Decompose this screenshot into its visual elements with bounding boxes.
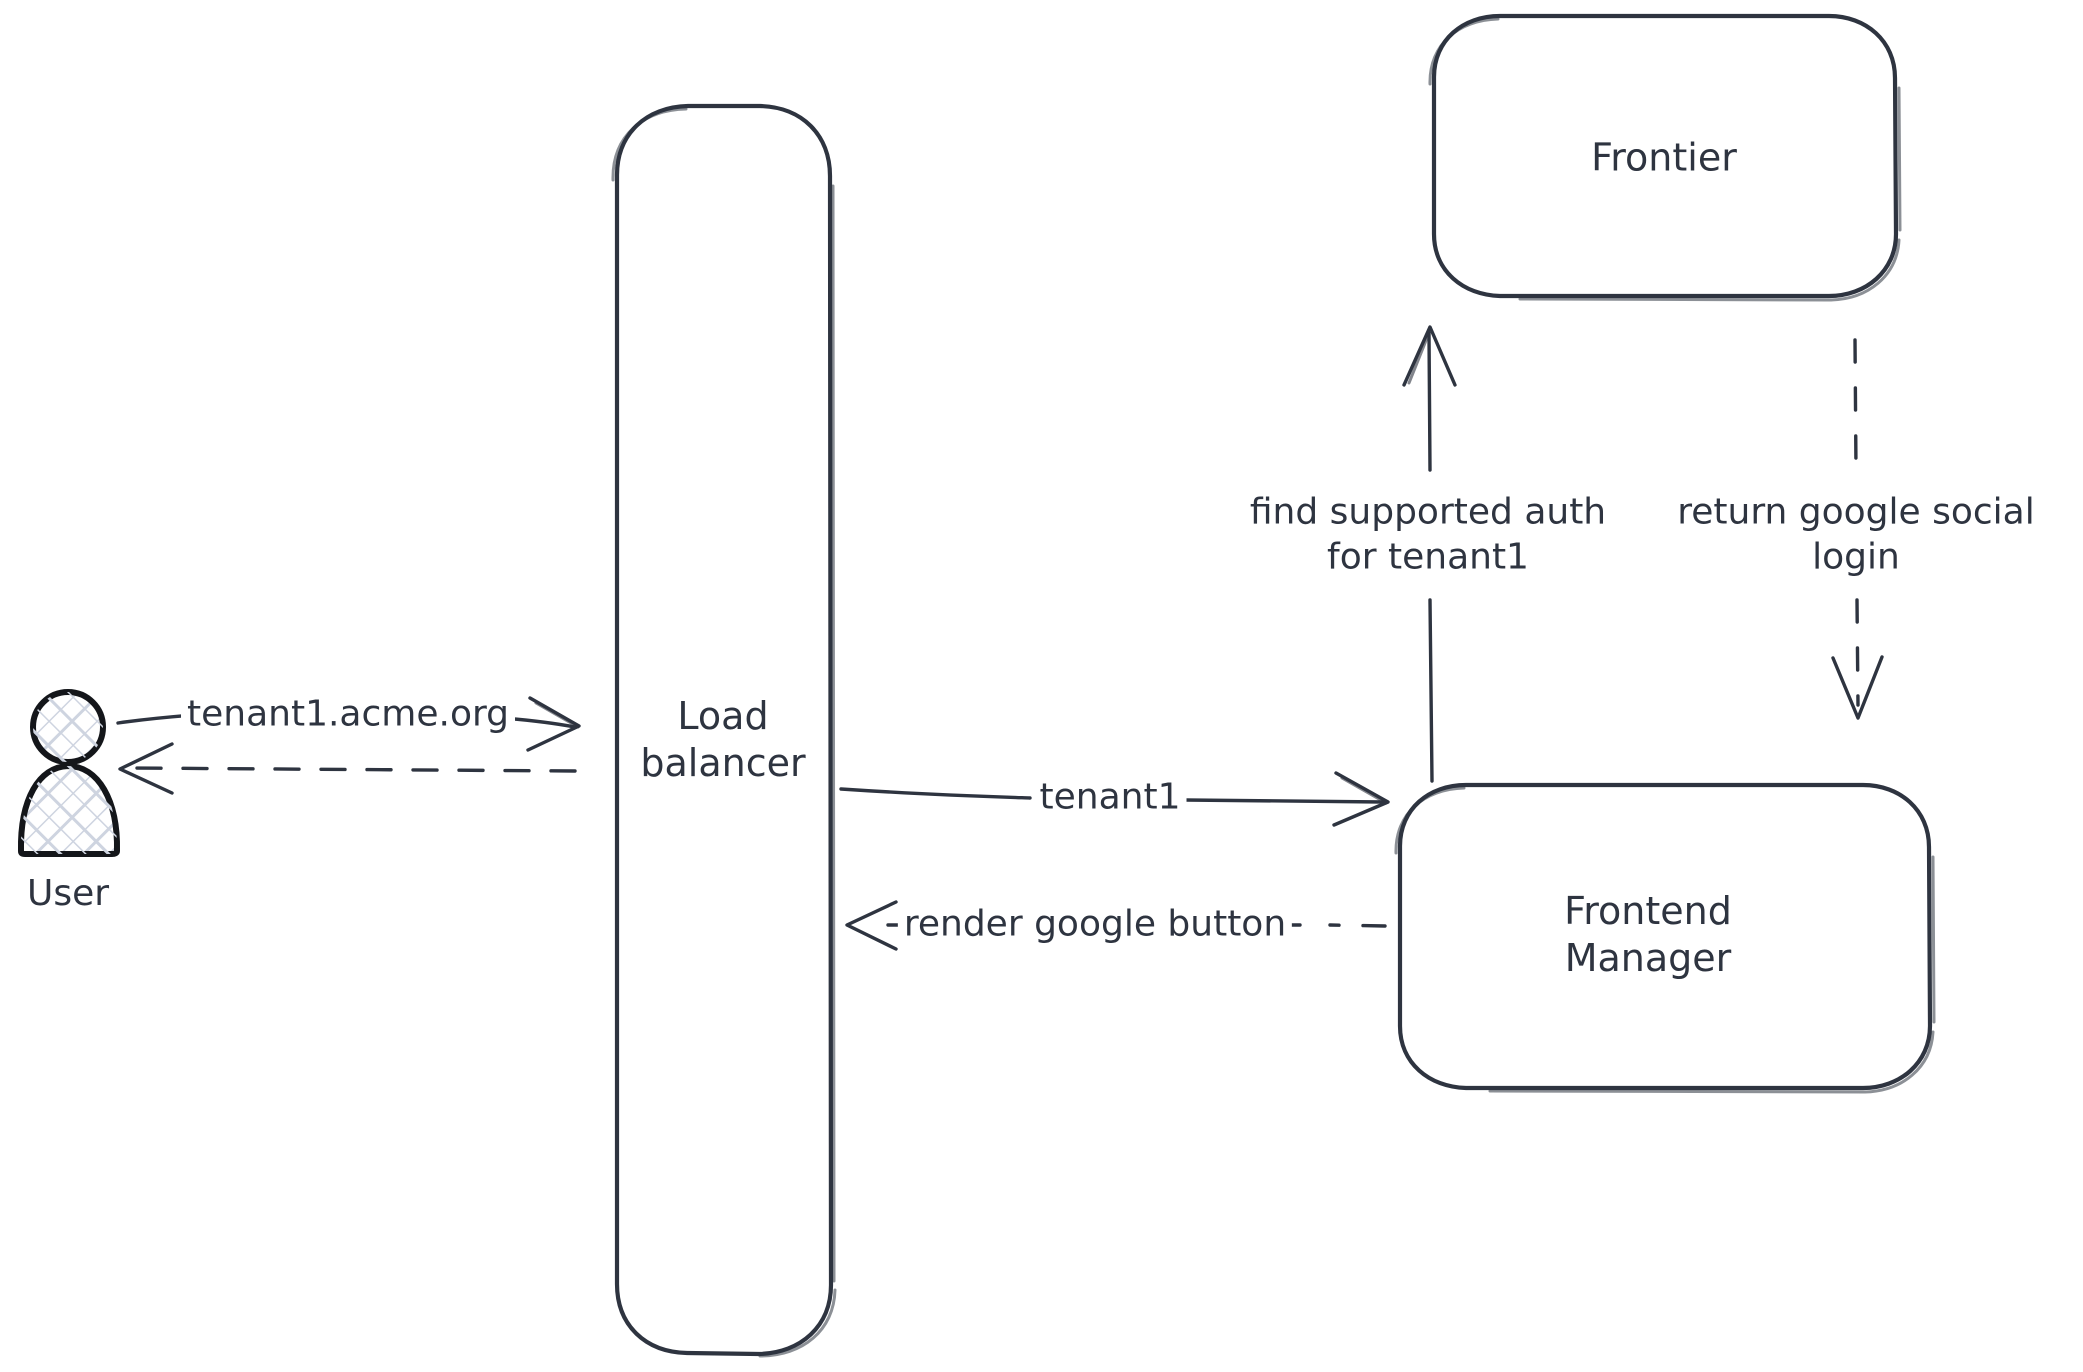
edge-lb-to-user: [118, 742, 577, 795]
edge-label-lb-to-fm: tenant1: [1033, 775, 1187, 821]
edge-fm-to-frontier: [1402, 325, 1457, 783]
node-label-load-balancer: Load balancer: [640, 693, 806, 785]
node-label-frontend-manager: Frontend Manager: [1564, 888, 1732, 980]
person-actor-icon: [17, 689, 121, 857]
node-load-balancer-shape[interactable]: [611, 103, 837, 1358]
edge-lb-to-fm: [839, 771, 1390, 827]
actor-label-user: User: [26, 873, 110, 914]
edge-label-frontier-to-fm: return google social login: [1671, 490, 2041, 580]
edge-label-fm-to-lb: render google button: [897, 902, 1293, 948]
node-frontend-manager-shape[interactable]: [1394, 782, 1936, 1094]
node-label-frontier: Frontier: [1591, 135, 1737, 180]
edge-frontier-to-fm: [1831, 338, 1884, 720]
edge-label-fm-to-frontier: find supported auth for tenant1: [1243, 490, 1613, 580]
node-frontier-shape[interactable]: [1428, 13, 1902, 302]
edge-label-user-to-lb: tenant1.acme.org: [181, 692, 515, 738]
